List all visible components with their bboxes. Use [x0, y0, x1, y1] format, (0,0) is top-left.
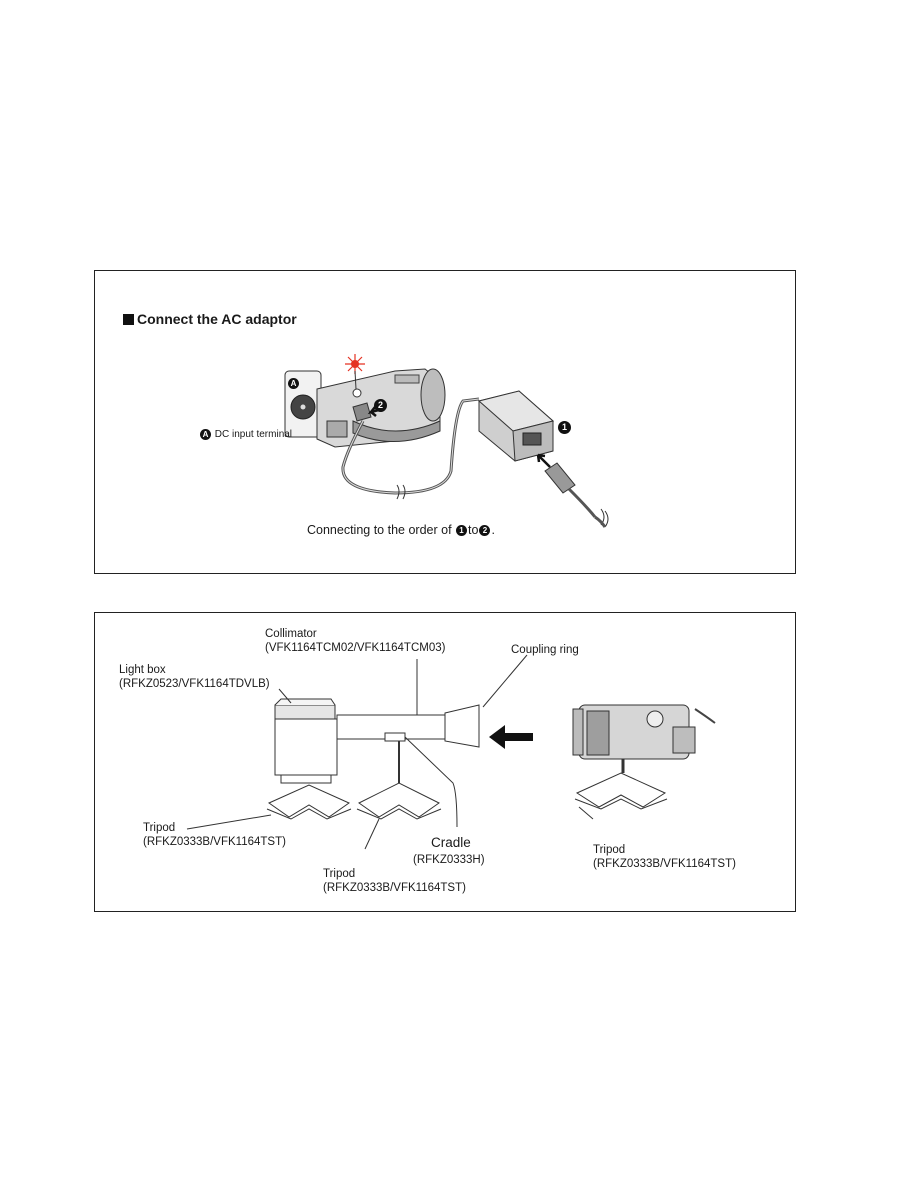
ac-adaptor-icon	[477, 390, 555, 462]
light-box-parts: (RFKZ0523/VFK1164TDVLB)	[119, 678, 270, 690]
bullet-square-icon	[123, 313, 134, 325]
collimator-setup-illustration	[186, 654, 716, 850]
dc-terminal-text: DC input terminal	[214, 429, 293, 441]
arrow-step1-icon	[536, 453, 551, 468]
caption-mid: to	[468, 523, 479, 537]
tripod-middle-parts: (RFKZ0333B/VFK1164TST)	[323, 882, 466, 894]
collimator-setup-panel: Collimator (VFK1164TCM02/VFK1164TCM03) C…	[94, 612, 796, 912]
step-2-icon: 2	[479, 525, 491, 537]
tripod-left-parts: (RFKZ0333B/VFK1164TST)	[143, 836, 286, 848]
step-2-marker: 2	[373, 397, 388, 415]
light-box-title: Light box	[119, 664, 166, 676]
step-1-icon: 1	[456, 525, 468, 537]
collimator-label: Collimator (VFK1164TCM02/VFK1164TCM03)	[265, 627, 445, 655]
dc-terminal-label: A DC input terminal	[199, 429, 292, 440]
inset-marker: A	[287, 375, 300, 393]
collimator-icon	[336, 704, 480, 748]
power-lamp-icon	[345, 354, 365, 390]
cradle-title: Cradle	[431, 835, 471, 850]
heading-text: Connect the AC adaptor	[137, 311, 297, 327]
section-heading: Connect the AC adaptor	[123, 311, 297, 327]
arrow-left-icon	[489, 725, 533, 749]
leader-lines	[186, 654, 594, 850]
tripod-middle-label: Tripod (RFKZ0333B/VFK1164TST)	[323, 867, 466, 895]
light-box-icon	[274, 698, 338, 776]
step-2-icon: 2	[374, 399, 387, 413]
tripod-middle-title: Tripod	[323, 868, 356, 880]
camcorder-on-tripod-icon	[572, 704, 716, 810]
cradle-parts: (RFKZ0333H)	[413, 854, 485, 866]
marker-a-icon: A	[288, 378, 299, 390]
marker-a-icon: A	[200, 429, 211, 440]
tripod-left-label: Tripod (RFKZ0333B/VFK1164TST)	[143, 821, 286, 849]
step-1-marker: 1	[557, 419, 572, 437]
light-box-tripod-icon	[266, 774, 352, 820]
collimator-title: Collimator	[265, 628, 317, 640]
caption-suffix: .	[491, 523, 495, 537]
tripod-right-parts: (RFKZ0333B/VFK1164TST)	[593, 858, 736, 870]
step-1-icon: 1	[558, 421, 571, 435]
coupling-ring-label: Coupling ring	[511, 644, 579, 656]
collimator-parts: (VFK1164TCM02/VFK1164TCM03)	[265, 642, 446, 654]
tripod-right-label: Tripod (RFKZ0333B/VFK1164TST)	[593, 843, 736, 871]
tripod-right-title: Tripod	[593, 844, 626, 856]
caption-prefix: Connecting to the order of	[307, 523, 456, 537]
ac-adaptor-panel: Connect the AC adaptor	[94, 270, 796, 574]
middle-tripod-icon	[356, 741, 442, 820]
tripod-left-title: Tripod	[143, 822, 176, 834]
light-box-label: Light box (RFKZ0523/VFK1164TDVLB)	[119, 663, 270, 691]
